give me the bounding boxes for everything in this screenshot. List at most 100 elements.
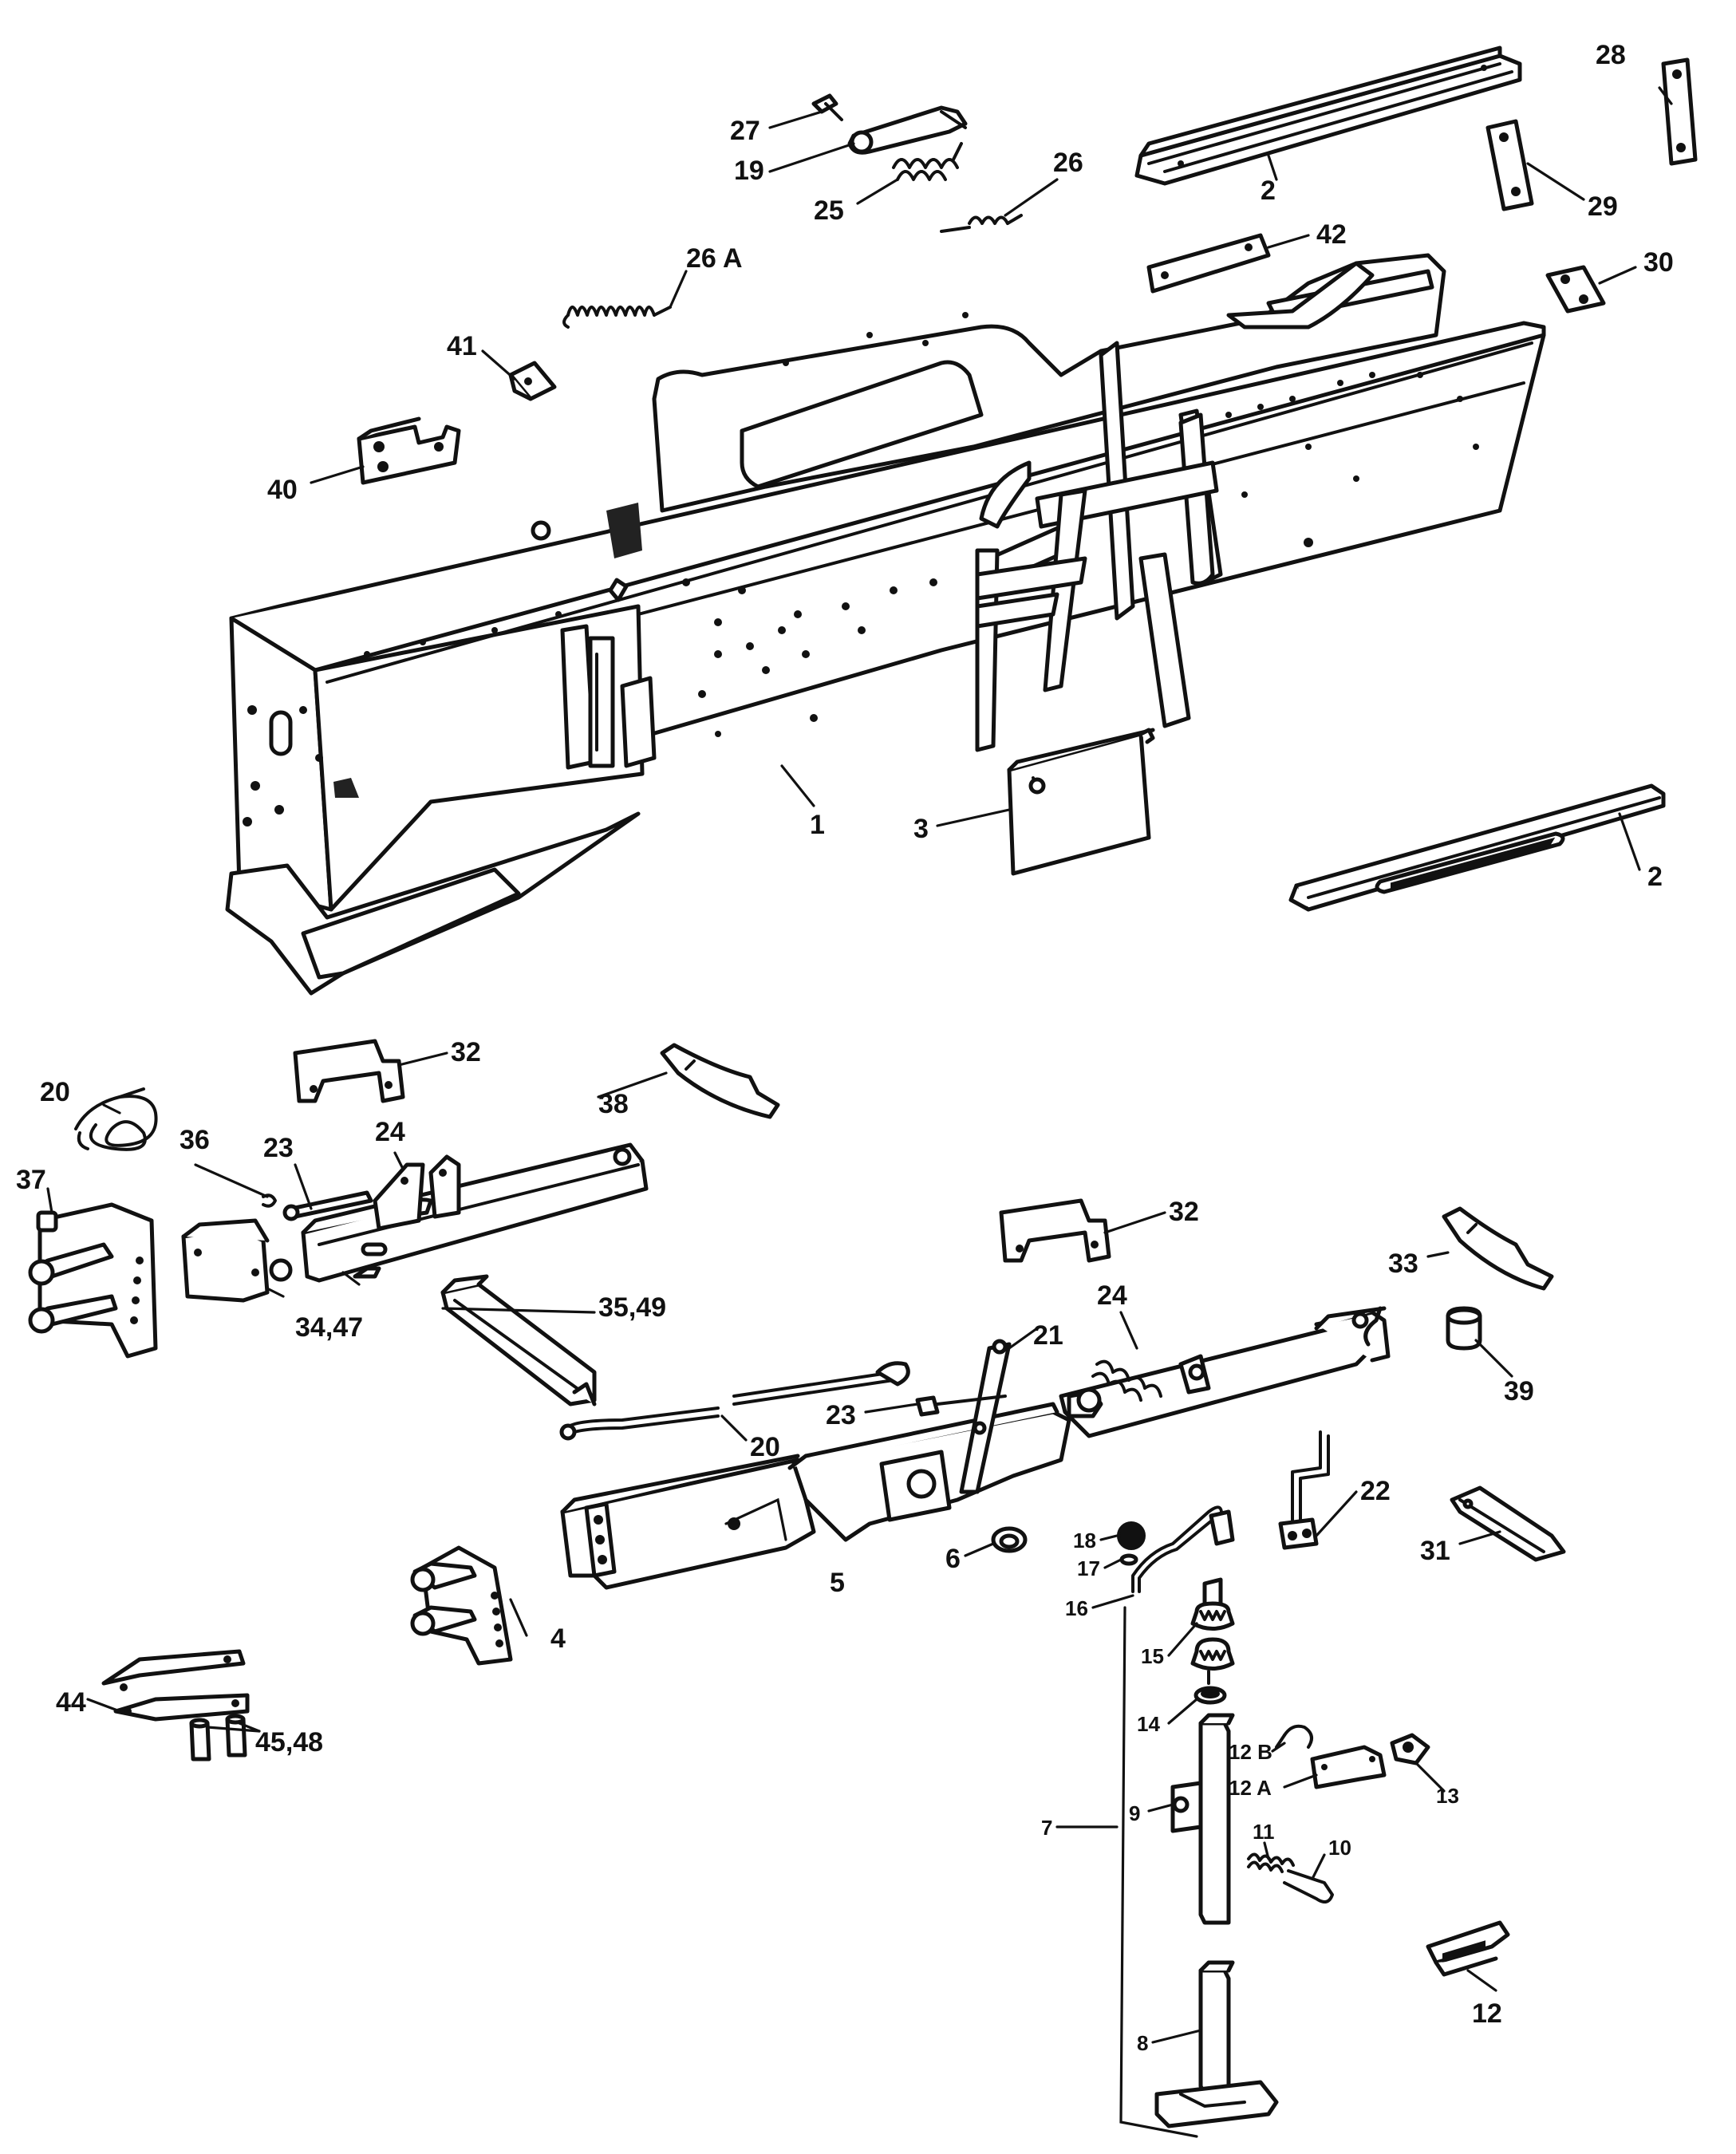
main-frame-part-1 (225, 253, 1546, 996)
callout-9: 9 (1129, 1801, 1140, 1825)
plate-part-28 (1661, 57, 1698, 166)
bracket-part-31 (1450, 1485, 1566, 1562)
callout-40: 40 (267, 475, 298, 505)
upper-tube-part-9 (1170, 1713, 1235, 1925)
bracket-part-32-right (999, 1198, 1111, 1263)
leader-lines (46, 86, 1673, 2044)
callout-23-left: 23 (263, 1133, 294, 1163)
callout-12: 12 (1472, 1998, 1502, 2029)
callout-11: 11 (1253, 1820, 1275, 1844)
callout-8: 8 (1137, 2031, 1148, 2055)
callout-45-48: 45,48 (255, 1727, 323, 1758)
callout-21: 21 (1033, 1320, 1063, 1351)
callout-34-47: 34,47 (295, 1312, 363, 1343)
cable-part-20-right (559, 1361, 910, 1441)
rail-part-2-lower (1288, 783, 1666, 912)
callout-14: 14 (1137, 1712, 1160, 1736)
callout-labels: 1 2 2 3 4 5 6 7 8 9 10 11 12 12 A 12 B 1… (16, 40, 1674, 2055)
callout-35-49: 35,49 (598, 1292, 666, 1323)
callout-44: 44 (56, 1687, 86, 1718)
hitch-bracket-part-4 (410, 1545, 513, 1666)
callout-10: 10 (1328, 1836, 1351, 1860)
bushing-part-39 (1446, 1306, 1482, 1351)
callout-36: 36 (180, 1125, 210, 1155)
pins-part-45 (189, 1714, 247, 1761)
plate-part-30 (1545, 265, 1606, 314)
callout-30: 30 (1643, 247, 1674, 278)
callout-32-right: 32 (1169, 1197, 1199, 1227)
handle-part-16 (1131, 1505, 1235, 1593)
bracket-part-12a (1310, 1745, 1387, 1789)
callout-31: 31 (1420, 1536, 1450, 1566)
bracket-part-40 (357, 416, 461, 485)
spring-part-11 (1247, 1852, 1295, 1873)
bracket-part-41 (508, 361, 557, 401)
callout-5: 5 (830, 1568, 845, 1598)
callout-41: 41 (447, 331, 477, 361)
callout-22: 22 (1360, 1476, 1391, 1506)
ball-part-18 (1117, 1521, 1146, 1550)
callout-12b: 12 B (1229, 1740, 1272, 1764)
pin-part-23-left (282, 1190, 373, 1221)
callout-37: 37 (16, 1165, 46, 1195)
callout-3: 3 (913, 814, 929, 844)
callout-26: 26 (1053, 148, 1083, 178)
drawbar-part-34 (181, 1142, 649, 1303)
lower-tube-part-8 (1154, 1960, 1279, 2128)
spring-part-24-right (1091, 1359, 1162, 1402)
clip-part-12b (1275, 1724, 1313, 1749)
cover-plate-part-3 (1007, 728, 1155, 876)
callout-33: 33 (1388, 1249, 1418, 1279)
bracket-part-32-left (293, 1039, 405, 1103)
pin-part-23-right (915, 1395, 1007, 1417)
plate-part-29 (1485, 119, 1534, 211)
plate-part-44 (101, 1649, 250, 1722)
spring-part-26a (562, 306, 672, 329)
latch-part-13 (1390, 1733, 1430, 1765)
callout-24-right: 24 (1097, 1280, 1127, 1311)
callout-20-right: 20 (750, 1432, 780, 1462)
callout-2-lower: 2 (1647, 862, 1663, 892)
strap-part-38 (660, 1043, 780, 1119)
washer-part-6 (991, 1526, 1028, 1553)
washer-part-17 (1119, 1553, 1138, 1566)
callout-7: 7 (1041, 1816, 1052, 1840)
hitch-part-37 (28, 1202, 158, 1359)
callout-20-left: 20 (40, 1077, 70, 1107)
callout-29: 29 (1588, 191, 1618, 222)
bracket-part-12 (1426, 1920, 1510, 1977)
callout-25: 25 (814, 195, 844, 226)
pin-part-27 (811, 93, 843, 121)
wire-coil-part-20 (74, 1087, 158, 1151)
callout-19: 19 (734, 156, 764, 186)
spring-part-25 (892, 142, 963, 181)
callout-26a: 26 A (686, 243, 743, 274)
callout-12a: 12 A (1229, 1776, 1272, 1800)
callout-39: 39 (1504, 1376, 1534, 1406)
callout-32-left: 32 (451, 1037, 481, 1067)
plate-part-42 (1146, 233, 1271, 294)
pin-part-10 (1283, 1869, 1334, 1903)
washer-part-14 (1194, 1686, 1227, 1705)
callout-23-right: 23 (826, 1400, 856, 1430)
strap-part-33 (1442, 1206, 1554, 1291)
callout-42: 42 (1316, 219, 1347, 250)
crank-part-22 (1278, 1430, 1330, 1550)
callout-4: 4 (550, 1623, 566, 1654)
clip-part-36 (262, 1193, 277, 1208)
frame-holes (364, 312, 1479, 737)
lever-part-19 (847, 105, 968, 155)
callout-28: 28 (1596, 40, 1626, 70)
callout-2-upper: 2 (1261, 176, 1276, 206)
callout-24-left: 24 (375, 1117, 405, 1147)
callout-1: 1 (810, 810, 825, 840)
callout-6: 6 (945, 1544, 961, 1574)
callout-15: 15 (1141, 1644, 1164, 1668)
leader-group-7 (1119, 1606, 1198, 2138)
callout-27: 27 (730, 116, 760, 146)
callout-16: 16 (1065, 1596, 1088, 1620)
spring-part-26 (940, 214, 1023, 233)
callout-18: 18 (1073, 1529, 1096, 1552)
callout-17: 17 (1077, 1556, 1100, 1580)
bar-part-35 (440, 1274, 597, 1406)
